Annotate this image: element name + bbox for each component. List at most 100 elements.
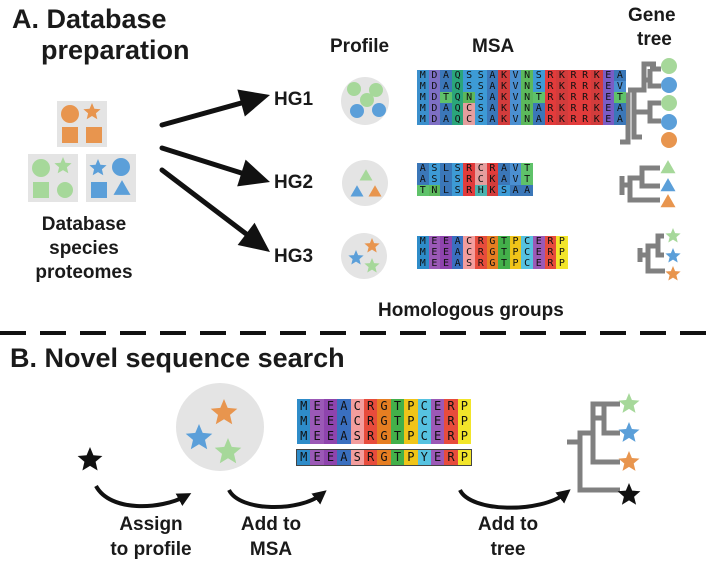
msa-residue: K [556,92,568,103]
curved-arrow [94,484,192,509]
msa-residue: T [417,185,429,196]
msa-residue: R [444,399,458,414]
query-residue: E [323,450,338,465]
triangle-icon [660,194,676,208]
msa-residue: L [440,185,452,196]
msa-residue: N [521,81,533,92]
msa-residue: R [579,103,591,114]
msa-residue: E [602,103,615,114]
msa-residue: K [498,92,510,103]
msa-residue: P [404,414,418,429]
msa-residue: E [428,247,441,258]
profile-hg3 [341,233,387,279]
msa-residue: A [498,163,510,174]
msa-residue: R [474,258,487,269]
circle-icon [661,77,677,93]
msa-residue: C [417,429,431,444]
msa-residue: C [350,399,364,414]
msa-residue: E [440,258,452,269]
msa-residue: P [556,236,568,247]
star-icon [665,228,681,243]
msa-residue: A [614,70,626,81]
msa-residue: D [428,92,441,103]
curved-arrow [458,488,571,510]
star-icon [618,422,640,442]
msa-residue: A [440,103,452,114]
msa-residue: K [498,114,510,125]
msa-residue: A [486,70,499,81]
msa-residue: M [417,92,429,103]
msa-residue: P [457,414,472,429]
circle-icon [661,95,677,111]
msa-residue: M [417,258,429,269]
msa-residue: P [457,429,472,444]
step-assign-label-line2: to profile [110,539,192,560]
arrow-shaft [159,100,244,128]
msa-residue: N [521,70,533,81]
column-header-gene-tree-line2: tree [637,29,672,50]
tree-branch [627,165,660,189]
star-icon [348,250,364,265]
msa-residue: S [428,163,441,174]
msa-residue: E [323,399,338,414]
msa-residue: S [451,163,464,174]
msa-residue: A [451,236,464,247]
msa-residue: K [556,70,568,81]
msa-residue: R [544,81,557,92]
star-icon [83,103,101,120]
msa-residue: G [486,258,499,269]
query-residue: E [430,450,445,465]
star-icon [665,266,681,281]
msa-residue: R [567,114,580,125]
msa-residue: K [590,92,603,103]
msa-residue: G [377,399,391,414]
msa-residue: N [521,92,533,103]
msa-residue: V [509,81,522,92]
msa-residue: D [428,81,441,92]
profile-circle [176,383,264,471]
homologous-groups-caption: Homologous groups [378,300,564,321]
msa-residue: A [440,81,452,92]
msa-residue: T [498,258,510,269]
msa-residue: E [310,429,324,444]
column-header-profile: Profile [330,36,390,57]
msa-residue: E [602,81,615,92]
msa-residue: T [390,429,405,444]
msa-residue: H [474,185,487,196]
star-icon [364,238,380,253]
profile-hg2 [342,160,388,206]
msa-residue: P [457,399,472,414]
tree-branch [645,233,664,258]
msa-residue: P [404,429,418,444]
arrow-head [237,222,270,252]
circle-icon [61,105,79,123]
msa-residue: V [614,81,626,92]
msa-residue: R [579,81,591,92]
star-icon [89,159,107,176]
msa-residue: R [567,103,580,114]
query-residue: G [377,450,391,465]
triangle-icon [359,169,373,181]
source-label-line1: Database [41,214,127,235]
msa-residue: M [417,247,429,258]
star-icon [364,258,380,273]
msa-residue: N [428,185,441,196]
msa-residue: R [544,258,557,269]
arrow-shaft [159,145,244,176]
msa-residue: A [337,399,351,414]
tree-branch [567,439,620,493]
msa-residue: V [509,114,522,125]
msa-residue: K [590,114,603,125]
column-header-msa: MSA [472,36,515,57]
query-residue: T [390,450,405,465]
query-residue: M [297,450,311,465]
msa-residue: E [532,247,545,258]
msa-residue: S [463,81,475,92]
